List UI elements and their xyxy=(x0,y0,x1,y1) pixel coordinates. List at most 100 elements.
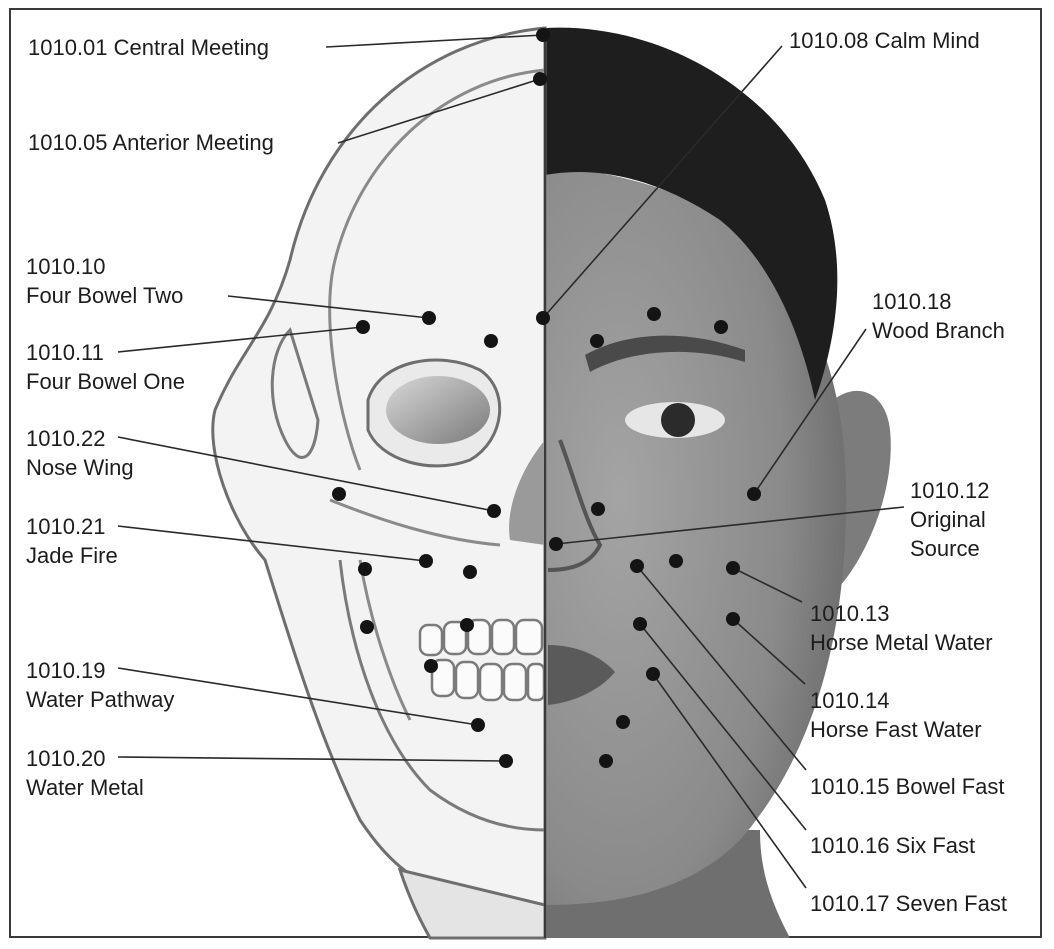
label-name: Horse Metal Water xyxy=(810,630,993,655)
leader-nose-wing xyxy=(117,436,495,512)
point xyxy=(463,565,477,579)
point-horse-fast-water xyxy=(726,612,740,626)
hair-right xyxy=(545,27,838,401)
label-four-bowel-one: 1010.11 Four Bowel One xyxy=(26,338,185,396)
leader-jade-fire xyxy=(117,525,427,562)
leader-seven-fast xyxy=(652,673,807,889)
point-water-pathway xyxy=(471,718,485,732)
point-bowel-fast xyxy=(630,559,644,573)
label-code: 1010.12 xyxy=(910,478,990,503)
label-anterior-meeting: 1010.05 Anterior Meeting xyxy=(28,128,274,157)
label-code: 1010.21 xyxy=(26,514,106,539)
point-water-metal xyxy=(499,754,513,768)
eyebrow-right xyxy=(585,335,745,372)
label-code: 1010.15 xyxy=(810,774,890,799)
leader-wood-branch xyxy=(753,328,867,495)
label-horse-fast-water: 1010.14 Horse Fast Water xyxy=(810,686,982,744)
face-left-half xyxy=(211,26,547,940)
leader-calm-mind xyxy=(542,45,783,319)
point-nose-wing xyxy=(487,504,501,518)
label-name: Central Meeting xyxy=(113,35,269,60)
label-name: Six Fast xyxy=(895,833,976,858)
mandible-ramus xyxy=(358,559,412,721)
label-code: 1010.14 xyxy=(810,688,890,713)
label-code: 1010.20 xyxy=(26,746,106,771)
label-six-fast: 1010.16 Six Fast xyxy=(810,831,975,860)
label-code: 1010.11 xyxy=(26,340,104,365)
label-code: 1010.16 xyxy=(810,833,890,858)
label-name: Water Pathway xyxy=(26,687,175,712)
point xyxy=(714,320,728,334)
orbit-shading xyxy=(386,376,490,444)
leader-four-bowel-one xyxy=(117,326,364,353)
label-water-pathway: 1010.19 Water Pathway xyxy=(26,656,174,714)
point-wood-branch xyxy=(747,487,761,501)
nose-right xyxy=(547,439,603,572)
label-name: Seven Fast xyxy=(895,891,1007,916)
label-name: Four Bowel One xyxy=(26,369,185,394)
leader-six-fast xyxy=(639,623,807,831)
point-horse-metal-water xyxy=(726,561,740,575)
point xyxy=(358,562,372,576)
leader-horse-metal-water xyxy=(732,567,803,603)
label-horse-metal-water: 1010.13 Horse Metal Water xyxy=(810,599,993,657)
point xyxy=(616,715,630,729)
point-original-source xyxy=(549,537,563,551)
teeth xyxy=(418,618,546,702)
point-four-bowel-one xyxy=(356,320,370,334)
label-original-source: 1010.12 Original Source xyxy=(910,476,990,563)
label-name: Jade Fire xyxy=(26,543,118,568)
label-code: 1010.18 xyxy=(872,289,952,314)
point-seven-fast xyxy=(646,667,660,681)
label-name: Horse Fast Water xyxy=(810,717,982,742)
label-name: Nose Wing xyxy=(26,455,134,480)
label-name: Wood Branch xyxy=(872,318,1005,343)
label-central-meeting: 1010.01 Central Meeting xyxy=(28,33,269,62)
lips-right xyxy=(548,645,615,705)
label-name-line1: Original xyxy=(910,507,986,532)
leader-bowel-fast xyxy=(636,565,807,771)
label-name: Four Bowel Two xyxy=(26,283,184,308)
point-anterior-meeting xyxy=(533,72,547,86)
point-central-meeting xyxy=(536,28,550,42)
face-right-half xyxy=(545,27,891,938)
cheekbone-line xyxy=(329,498,501,547)
label-code: 1010.17 xyxy=(810,891,890,916)
label-name-line2: Source xyxy=(910,536,980,561)
acupoints xyxy=(332,28,761,768)
head-outline-left xyxy=(211,26,547,907)
neck-left xyxy=(397,867,547,940)
skull-contour xyxy=(328,68,546,471)
point xyxy=(590,334,604,348)
leader-original-source xyxy=(555,506,905,545)
leader-four-bowel-two xyxy=(227,295,430,319)
label-four-bowel-two: 1010.10 Four Bowel Two xyxy=(26,252,183,310)
label-code: 1010.13 xyxy=(810,601,890,626)
point xyxy=(360,620,374,634)
label-code: 1010.01 xyxy=(28,35,108,60)
leader-horse-fast-water xyxy=(732,618,806,685)
point xyxy=(599,754,613,768)
label-seven-fast: 1010.17 Seven Fast xyxy=(810,889,1007,918)
nasal-cavity xyxy=(509,440,545,545)
leader-anterior-meeting xyxy=(337,78,541,144)
point-six-fast xyxy=(633,617,647,631)
leader-lines xyxy=(117,34,905,889)
ear-left xyxy=(270,327,320,459)
label-bowel-fast: 1010.15 Bowel Fast xyxy=(810,772,1004,801)
label-code: 1010.05 xyxy=(28,130,108,155)
label-name: Calm Mind xyxy=(874,28,980,53)
jaw-line xyxy=(338,559,546,832)
point xyxy=(591,502,605,516)
leader-water-pathway xyxy=(117,667,479,726)
label-nose-wing: 1010.22 Nose Wing xyxy=(26,424,134,482)
label-code: 1010.22 xyxy=(26,426,106,451)
label-jade-fire: 1010.21 Jade Fire xyxy=(26,512,118,570)
point-four-bowel-two xyxy=(422,311,436,325)
leader-water-metal xyxy=(117,756,507,762)
label-code: 1010.08 xyxy=(789,28,869,53)
label-name: Anterior Meeting xyxy=(112,130,274,155)
point xyxy=(332,487,346,501)
